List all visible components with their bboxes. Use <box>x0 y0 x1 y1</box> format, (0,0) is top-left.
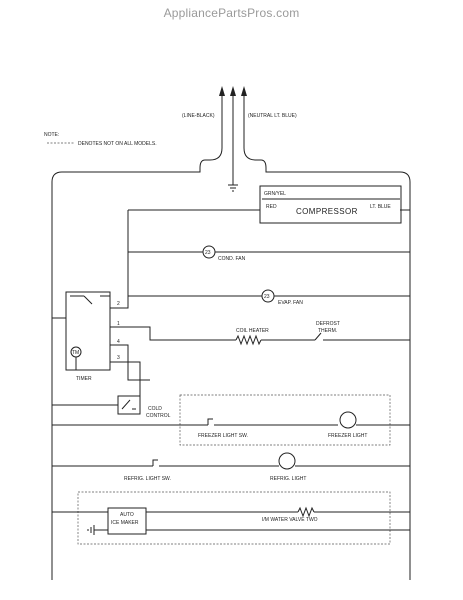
neutral-wire <box>243 130 411 580</box>
note-title: NOTE: <box>44 132 59 138</box>
water-valve-label: I/M WATER VALVE TWO <box>262 517 318 523</box>
cond-fan-label: COND. FAN <box>218 256 246 262</box>
compressor-label: COMPRESSOR <box>296 207 358 216</box>
cold-control-switch-icon <box>121 399 136 410</box>
timer-terminal-4: 4 <box>117 339 120 345</box>
cond-fan-icon <box>202 245 216 259</box>
cold-control-label-1: COLD <box>148 406 162 412</box>
refrig-light-switch-icon <box>152 459 158 466</box>
defrost-therm-label-2: THERM. <box>318 328 337 334</box>
compressor-box <box>259 185 402 224</box>
freezer-light-switch-icon <box>207 418 213 425</box>
refrig-light-bulb-icon <box>278 452 296 470</box>
defrost-therm-icon <box>314 332 410 341</box>
timer-terminal-1: 1 <box>117 321 120 327</box>
line-wire <box>51 130 223 580</box>
cold-control-box <box>117 395 141 415</box>
ice-maker-optional-box <box>77 491 391 545</box>
compressor-wire-grnyel: GRN/YEL <box>264 191 286 197</box>
compressor-wire-red: RED <box>266 204 277 210</box>
line-black-label: (LINE-BLACK) <box>182 113 215 119</box>
timer-feed <box>52 317 77 370</box>
refrig-light-label: REFRIG. LIGHT <box>270 476 306 482</box>
defrost-therm-label-1: DEFROST <box>316 321 340 327</box>
timer-wiring <box>110 210 170 400</box>
timer-terminal-3: 3 <box>117 355 120 361</box>
ice-maker-label-1: AUTO <box>120 512 134 518</box>
compressor-wire-ltblue: LT. BLUE <box>370 204 391 210</box>
timer-motor-label: TM <box>72 350 79 356</box>
water-valve-icon <box>297 506 315 518</box>
timer-label: TIMER <box>76 376 92 382</box>
timer-terminal-2: 2 <box>117 301 120 307</box>
evap-fan-icon <box>261 289 275 303</box>
evap-fan-symbol: 23 <box>264 294 270 300</box>
evap-fan-label: EVAP. FAN <box>278 300 303 306</box>
timer-box <box>65 291 111 371</box>
timer-contact <box>70 295 110 305</box>
ice-maker-label-2: ICE MAKER <box>111 520 139 526</box>
freezer-light-label: FREEZER LIGHT <box>328 433 367 439</box>
freezer-light-bulb-icon <box>339 411 357 429</box>
power-cord-plug <box>219 86 247 185</box>
coil-heater-icon <box>235 334 262 346</box>
freezer-light-sw-label: FREEZER LIGHT SW. <box>198 433 248 439</box>
ice-maker-ground-icon <box>87 525 108 535</box>
ground-icon <box>228 184 238 192</box>
cond-fan-symbol: 23 <box>205 250 211 256</box>
ice-maker-box <box>107 507 147 535</box>
cold-control-label-2: CONTROL <box>146 413 171 419</box>
note-legend-text: DENOTES NOT ON ALL MODELS. <box>78 141 157 147</box>
coil-heater-label: COIL HEATER <box>236 328 269 334</box>
refrig-light-sw-label: REFRIG. LIGHT SW. <box>124 476 171 482</box>
neutral-label: (NEUTRAL LT. BLUE) <box>248 113 297 119</box>
site-watermark: AppliancePartsPros.com <box>163 6 300 20</box>
freezer-light-optional-box <box>179 394 391 446</box>
